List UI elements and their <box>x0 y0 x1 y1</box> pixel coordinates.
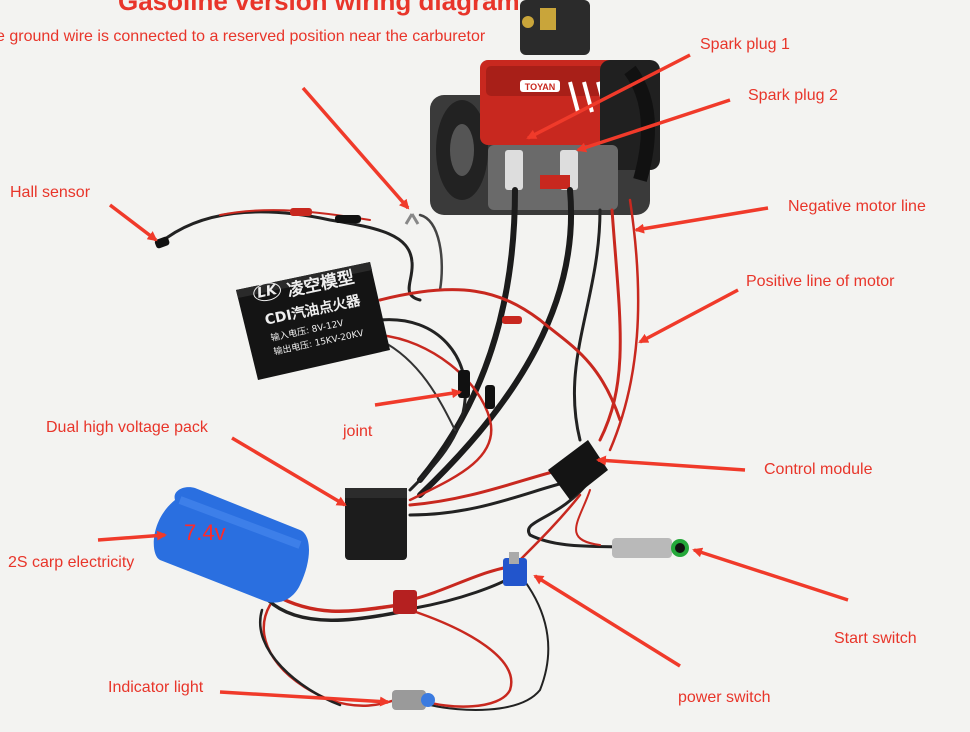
label-positive-motor-line: Positive line of motor <box>746 273 895 290</box>
label-power-switch: power switch <box>678 689 771 706</box>
arrow-control-module <box>596 455 746 472</box>
label-dual-hv-pack: Dual high voltage pack <box>46 419 208 436</box>
diagram-title: Gasoline version wiring diagram <box>118 0 520 16</box>
hall-sensor-tip <box>154 236 170 249</box>
indicator-light <box>392 690 435 710</box>
control-module <box>548 440 608 500</box>
label-start-switch: Start switch <box>834 630 917 647</box>
power-switch <box>503 552 527 586</box>
arrow-dual-hv-pack <box>231 436 347 507</box>
label-joint: joint <box>343 423 373 440</box>
arrow-start-switch <box>692 547 849 602</box>
arrow-battery <box>97 530 167 542</box>
arrow-indicator-light <box>219 690 390 707</box>
dual-hv-pack <box>345 488 407 560</box>
arrow-negative-motor-line <box>634 206 769 234</box>
arrow-spark-plug-2 <box>576 98 731 153</box>
battery-pack <box>153 487 309 603</box>
engine-brand: TOYAN <box>525 82 556 92</box>
ground-fork <box>404 213 420 225</box>
arrow-ground-fork <box>301 86 410 210</box>
arrow-joint <box>374 388 462 407</box>
engine: TOYAN <box>430 0 660 215</box>
label-indicator-light: Indicator light <box>108 679 204 696</box>
label-spark-plug-1: Spark plug 1 <box>700 36 790 53</box>
label-negative-motor-line: Negative motor line <box>788 198 926 215</box>
battery-connector <box>393 590 417 614</box>
arrow-power-switch <box>533 574 681 668</box>
battery-voltage-label: 7.4v <box>184 520 226 545</box>
label-control-module: Control module <box>764 461 873 478</box>
arrow-spark-plug-1 <box>526 53 691 140</box>
label-spark-plug-2: Spark plug 2 <box>748 87 838 104</box>
cdi-ignition-module <box>236 262 390 380</box>
cdi-logo: LK <box>251 280 283 304</box>
annotation-arrows <box>97 53 849 707</box>
diagram-subtitle: e ground wire is connected to a reserved… <box>0 28 486 45</box>
label-battery: 2S carp electricity <box>8 554 135 571</box>
arrow-hall-sensor <box>108 203 158 242</box>
label-hall-sensor: Hall sensor <box>10 184 91 201</box>
start-switch <box>612 538 689 558</box>
arrow-positive-motor-line <box>638 288 739 344</box>
